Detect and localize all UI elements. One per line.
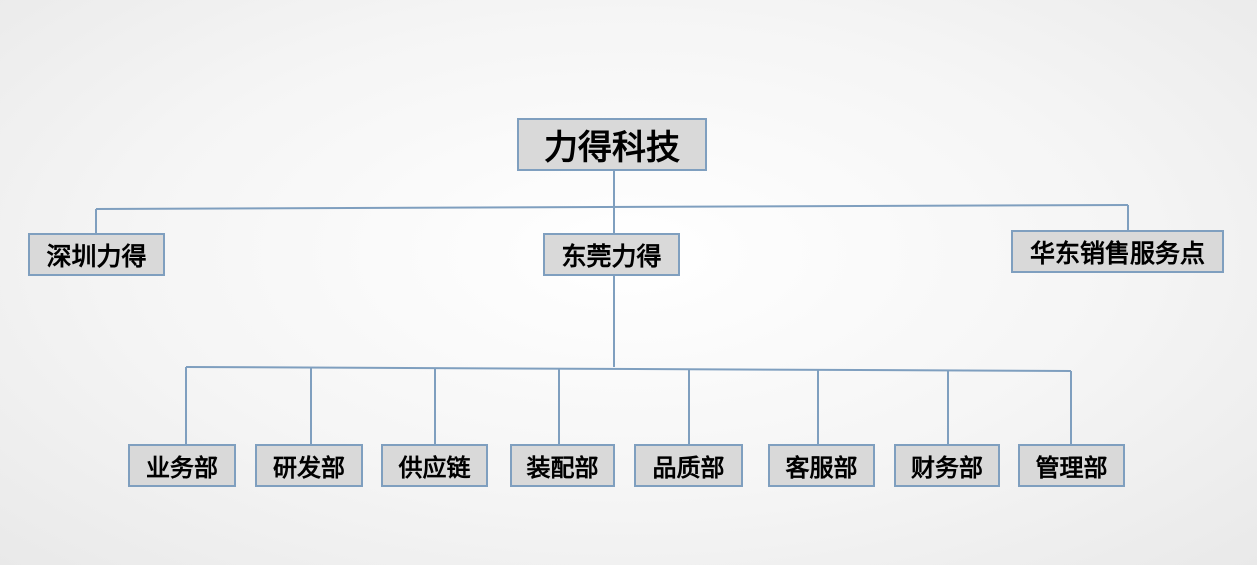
branch-node-label: 深圳力得 (46, 241, 147, 271)
department-node-sales: 业务部 (128, 444, 236, 487)
branch-node-label: 东莞力得 (561, 241, 662, 271)
root-node: 力得科技 (517, 118, 707, 171)
branch-node-huadong: 华东销售服务点 (1011, 230, 1224, 273)
department-node-supply-chain: 供应链 (381, 444, 488, 487)
connector-branch-bus (95, 204, 1129, 210)
connector-department-bus (185, 366, 1072, 372)
department-node-assembly: 装配部 (510, 444, 615, 487)
department-node-label: 管理部 (1035, 454, 1108, 482)
department-node-label: 财务部 (911, 454, 983, 482)
department-node-label: 业务部 (146, 454, 218, 482)
branch-node-shenzhen: 深圳力得 (28, 233, 165, 276)
department-node-label: 装配部 (526, 454, 599, 482)
department-node-label: 客服部 (785, 454, 858, 482)
department-node-management: 管理部 (1018, 444, 1125, 487)
department-node-finance: 财务部 (894, 444, 1000, 487)
department-node-label: 供应链 (398, 454, 471, 482)
department-node-rnd: 研发部 (255, 444, 363, 487)
department-node-label: 品质部 (652, 454, 725, 482)
branch-node-label: 华东销售服务点 (1029, 238, 1205, 268)
root-node-label: 力得科技 (544, 128, 680, 168)
department-node-customer-service: 客服部 (768, 444, 875, 487)
department-node-label: 研发部 (273, 454, 345, 482)
department-node-quality: 品质部 (634, 444, 743, 487)
branch-node-dongguan: 东莞力得 (543, 233, 680, 276)
